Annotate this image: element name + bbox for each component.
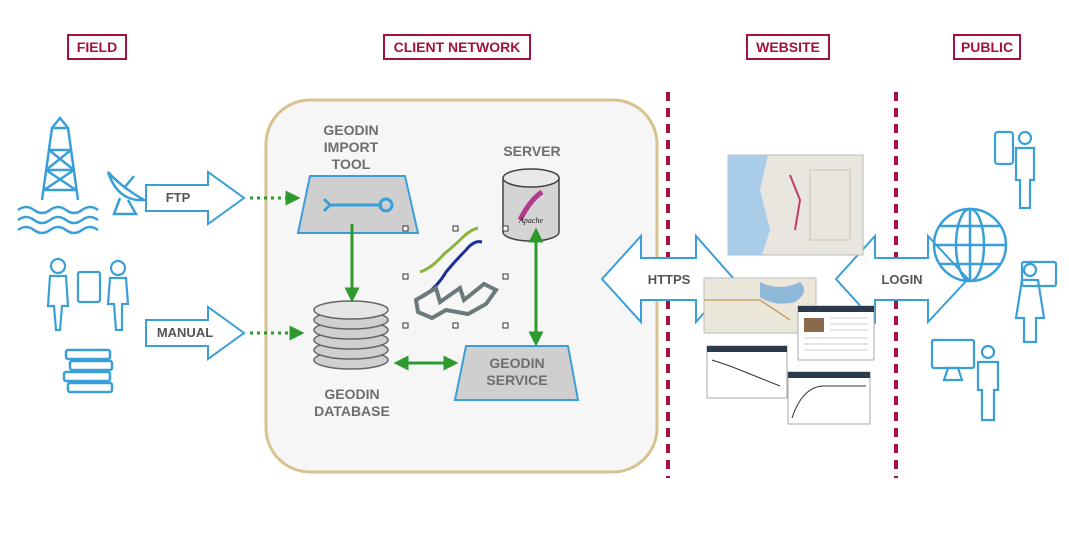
website-chart-screenshot-2 [787,371,871,425]
database-label: GEODIN DATABASE [314,386,390,419]
manual-arrow [145,305,246,361]
oil-rig-icon [40,115,80,201]
satellite-dish-icon [106,171,149,216]
website-terrain-screenshot [703,277,817,334]
books-icon [62,348,114,394]
globe-icon [932,207,1008,283]
header-public: PUBLIC [953,34,1021,60]
selection-handles [402,225,509,329]
website-table-screenshot [797,305,875,361]
database-icon [313,300,389,370]
website-chart-screenshot-1 [706,345,788,399]
header-client-network: CLIENT NETWORK [383,34,531,60]
geo-layers-icon [413,226,499,321]
login-label: LOGIN [881,272,923,287]
desktop-user-icon [930,338,1000,422]
apache-label: Apache [519,216,543,225]
website-map-screenshot [727,154,864,256]
ftp-label: FTP [165,190,191,205]
ftp-arrow [145,170,246,226]
header-website: WEBSITE [746,34,830,60]
tablet-user-icon [1014,260,1058,344]
wrench-icon [322,197,394,213]
mobile-user-icon [993,130,1036,210]
import-tool-label: GEODIN IMPORT TOOL [323,122,379,172]
service-label: GEODIN SERVICE [486,355,548,388]
server-cylinder-icon [502,168,560,242]
header-field: FIELD [67,34,127,60]
water-waves-icon [17,205,99,235]
manual-label: MANUAL [156,325,214,340]
field-workers-icon [46,257,130,332]
https-label: HTTPS [647,272,691,287]
server-label: SERVER [503,143,561,159]
